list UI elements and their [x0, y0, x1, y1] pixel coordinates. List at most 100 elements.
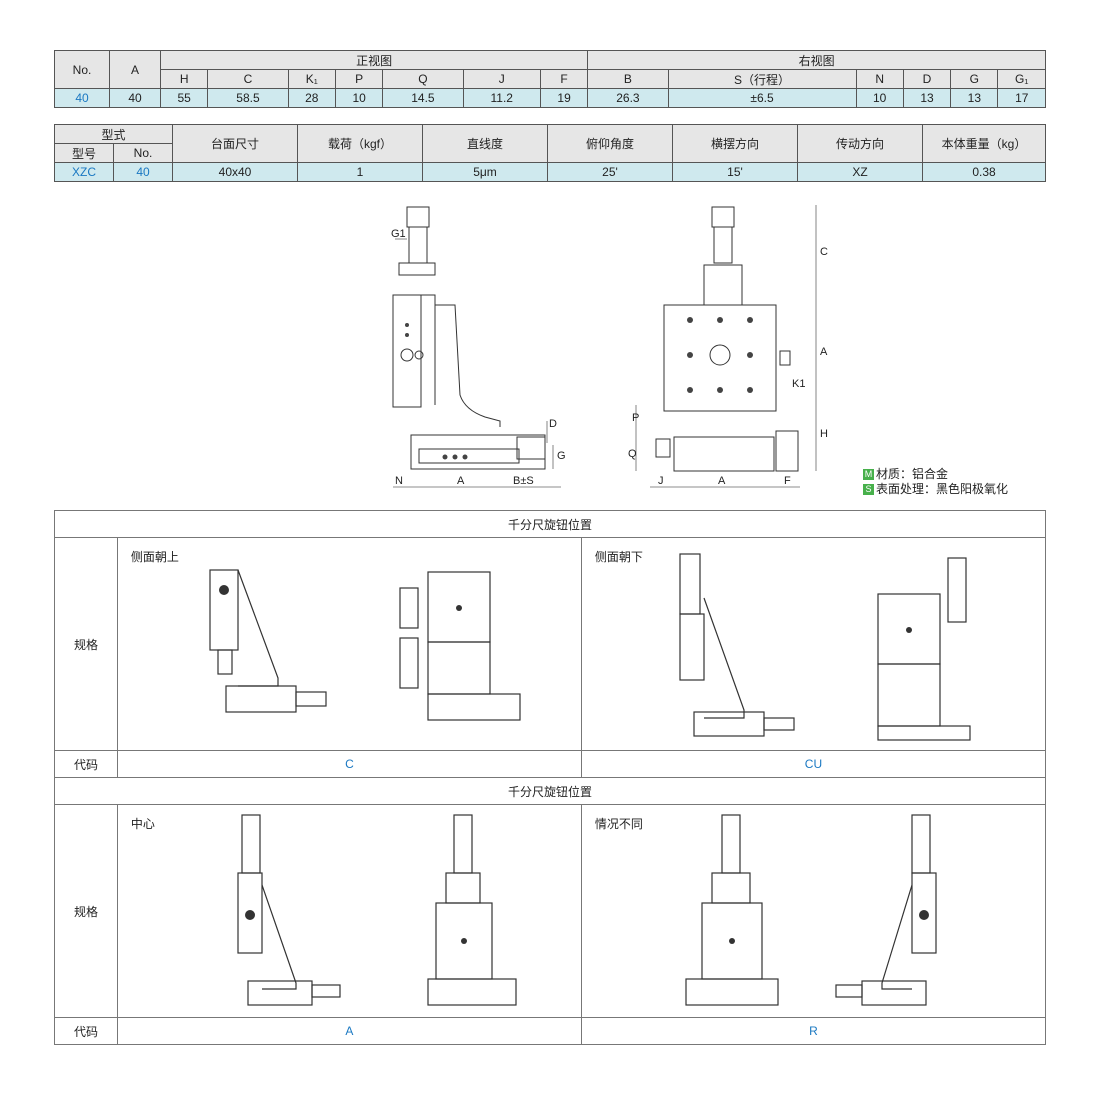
- header-c: C: [207, 69, 289, 89]
- cell-f: 19: [539, 88, 589, 108]
- cell-no: 40: [54, 88, 110, 108]
- table-row: 40 40 55 58.5 28 10 14.5 11.2 19 26.3 ±6…: [54, 88, 1046, 108]
- cell-weight: 0.38: [922, 162, 1046, 182]
- label-a-right: A: [820, 346, 828, 358]
- micrometer-position-table: 千分尺旋钮位置 规格 侧面朝上: [54, 510, 1047, 1045]
- header-g: G: [950, 69, 999, 89]
- cell-model: XZC: [54, 162, 114, 182]
- label-n: N: [395, 475, 403, 487]
- header-table-size: 台面尺寸: [172, 124, 298, 163]
- header-model: 型号: [54, 143, 114, 163]
- cell-k1: 28: [287, 88, 336, 108]
- option-r-cell: 情况不同: [580, 804, 1047, 1018]
- header-front-view: 正视图: [159, 50, 589, 70]
- option-r-caption: 情况不同: [594, 817, 643, 831]
- cell-size: 40x40: [172, 162, 298, 182]
- cell-straightness: 5μm: [422, 162, 548, 182]
- header-straightness: 直线度: [422, 124, 548, 163]
- cell-a: 40: [109, 88, 161, 108]
- header-drive: 传动方向: [797, 124, 923, 163]
- spec-table: 型式 台面尺寸 载荷（kgf） 直线度 俯仰角度 横摆方向 传动方向 本体重量（…: [54, 124, 1046, 182]
- option-cu-caption: 侧面朝下: [594, 550, 643, 564]
- option-a-cell: 中心: [116, 804, 582, 1018]
- option-c-cell: 侧面朝上: [116, 537, 582, 751]
- label-p: P: [632, 412, 639, 424]
- header-weight: 本体重量（kg）: [922, 124, 1046, 163]
- header-no: No.: [54, 50, 110, 89]
- header-h: H: [159, 69, 209, 89]
- header-right-view: 右视图: [587, 50, 1046, 70]
- header-b: B: [587, 69, 669, 89]
- label-h: H: [820, 428, 828, 440]
- cell-pitch: 25': [547, 162, 673, 182]
- header-s: S（行程）: [667, 69, 857, 89]
- label-j: J: [658, 475, 664, 487]
- cell-q: 14.5: [382, 88, 464, 108]
- front-view-drawing: G1 D G N A B±S: [391, 206, 565, 488]
- header-yaw: 横摆方向: [672, 124, 798, 163]
- header-p: P: [334, 69, 384, 89]
- header-load: 载荷（kgf）: [297, 124, 423, 163]
- surface-badge: S: [863, 484, 874, 496]
- option-a-caption: 中心: [130, 817, 155, 831]
- material-badge: M: [863, 469, 874, 481]
- header-d: D: [902, 69, 952, 89]
- label-bs: B±S: [513, 475, 534, 487]
- label-a-front: A: [457, 475, 465, 487]
- cell-p: 10: [334, 88, 384, 108]
- label-c: C: [820, 246, 828, 258]
- material-text: 材质：铝合金: [876, 467, 949, 481]
- option-cu-illustration: [679, 553, 971, 741]
- option-r-illustration: [685, 814, 937, 1006]
- header-q: Q: [382, 69, 464, 89]
- cell-c: 58.5: [207, 88, 289, 108]
- label-g: G: [557, 450, 565, 462]
- cell-g: 13: [950, 88, 999, 108]
- option-cu-cell: 侧面朝下: [580, 537, 1047, 751]
- spec-label: 规格: [54, 537, 118, 751]
- dimension-table: No. A 正视图 右视图 H C K₁ P Q J F B S（行程） N D…: [54, 50, 1046, 108]
- label-a2: A: [718, 475, 726, 487]
- header-g1: G₁: [997, 69, 1046, 89]
- header-f: F: [539, 69, 589, 89]
- section-title: 千分尺旋钮位置: [54, 510, 1046, 538]
- label-f: F: [784, 475, 791, 487]
- cell-j: 11.2: [462, 88, 541, 108]
- header-a: A: [109, 50, 161, 89]
- cell-s: ±6.5: [667, 88, 857, 108]
- code-c: C: [116, 750, 582, 778]
- option-c-caption: 侧面朝上: [130, 550, 179, 564]
- option-c-illustration: [209, 569, 521, 721]
- cell-load: 1: [297, 162, 423, 182]
- code-label-2: 代码: [54, 1017, 118, 1045]
- cell-g1: 17: [997, 88, 1046, 108]
- header-k1: K₁: [287, 69, 336, 89]
- code-label: 代码: [54, 750, 118, 778]
- surface-text: 表面处理：黑色阳极氧化: [876, 482, 1009, 496]
- cell-h: 55: [159, 88, 209, 108]
- header-pitch: 俯仰角度: [547, 124, 673, 163]
- cell-d: 13: [902, 88, 952, 108]
- section-title-2: 千分尺旋钮位置: [54, 777, 1046, 805]
- header-n: N: [855, 69, 904, 89]
- header-type: 型式: [54, 124, 173, 144]
- cell-drive: XZ: [797, 162, 923, 182]
- right-view-drawing: C A K1 P H Q J A F: [628, 205, 828, 488]
- table-row: XZC 40 40x40 1 5μm 25' 15' XZ 0.38: [54, 162, 1046, 182]
- cell-b: 26.3: [587, 88, 669, 108]
- label-q: Q: [628, 448, 637, 460]
- header-j: J: [462, 69, 541, 89]
- cell-n: 10: [855, 88, 904, 108]
- code-cu: CU: [580, 750, 1047, 778]
- label-k1: K1: [792, 378, 805, 390]
- header-no2: No.: [113, 143, 173, 163]
- spec-label-2: 规格: [54, 804, 118, 1018]
- cell-yaw: 15': [672, 162, 798, 182]
- label-d: D: [549, 418, 557, 430]
- label-g1: G1: [391, 228, 406, 240]
- code-a: A: [116, 1017, 582, 1045]
- code-r: R: [580, 1017, 1047, 1045]
- option-a-illustration: [237, 814, 517, 1006]
- cell-no2: 40: [113, 162, 173, 182]
